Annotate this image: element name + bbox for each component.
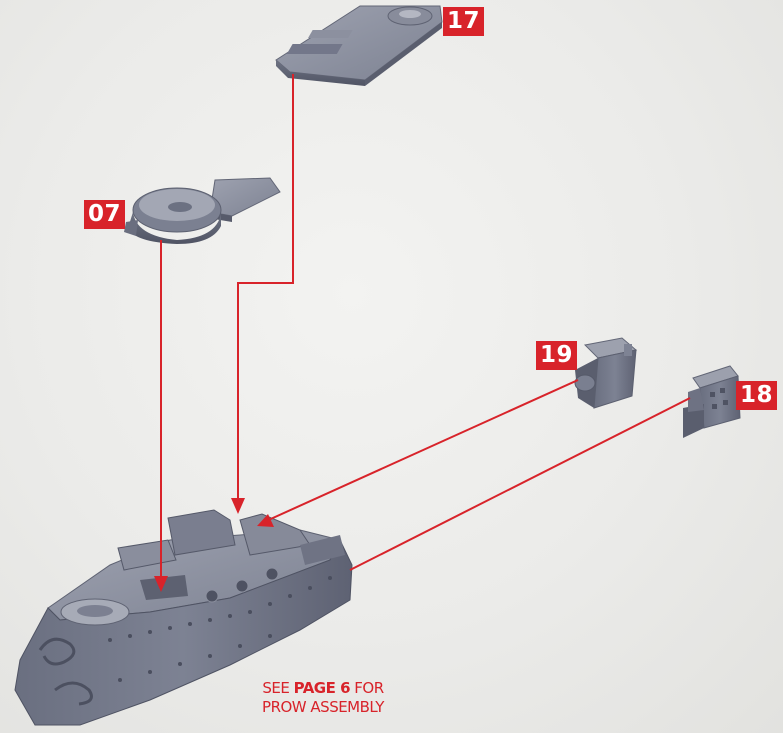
prow-assembly-note: SEE PAGE 6 FOR PROW ASSEMBLY [228, 679, 418, 717]
part-18-side-block [683, 366, 740, 438]
part-07-turret-platform [124, 178, 280, 244]
note-line-2: PROW ASSEMBLY [228, 698, 418, 717]
note-page-ref: PAGE 6 [294, 679, 350, 697]
note-line-1-post: FOR [350, 679, 384, 697]
part-label-07: 07 [84, 200, 125, 229]
note-line-1: SEE PAGE 6 FOR [228, 679, 418, 698]
part-label-18: 18 [736, 381, 777, 410]
leader-line-17 [238, 74, 293, 500]
leader-line-19 [264, 380, 578, 522]
part-19-side-block [575, 338, 636, 408]
part-label-17: 17 [443, 7, 484, 36]
note-line-1-pre: SEE [262, 679, 293, 697]
arrowhead-17-icon [231, 498, 245, 514]
part-label-19: 19 [536, 341, 577, 370]
part-17-deck-plate [276, 6, 442, 86]
leader-line-18 [350, 398, 690, 570]
